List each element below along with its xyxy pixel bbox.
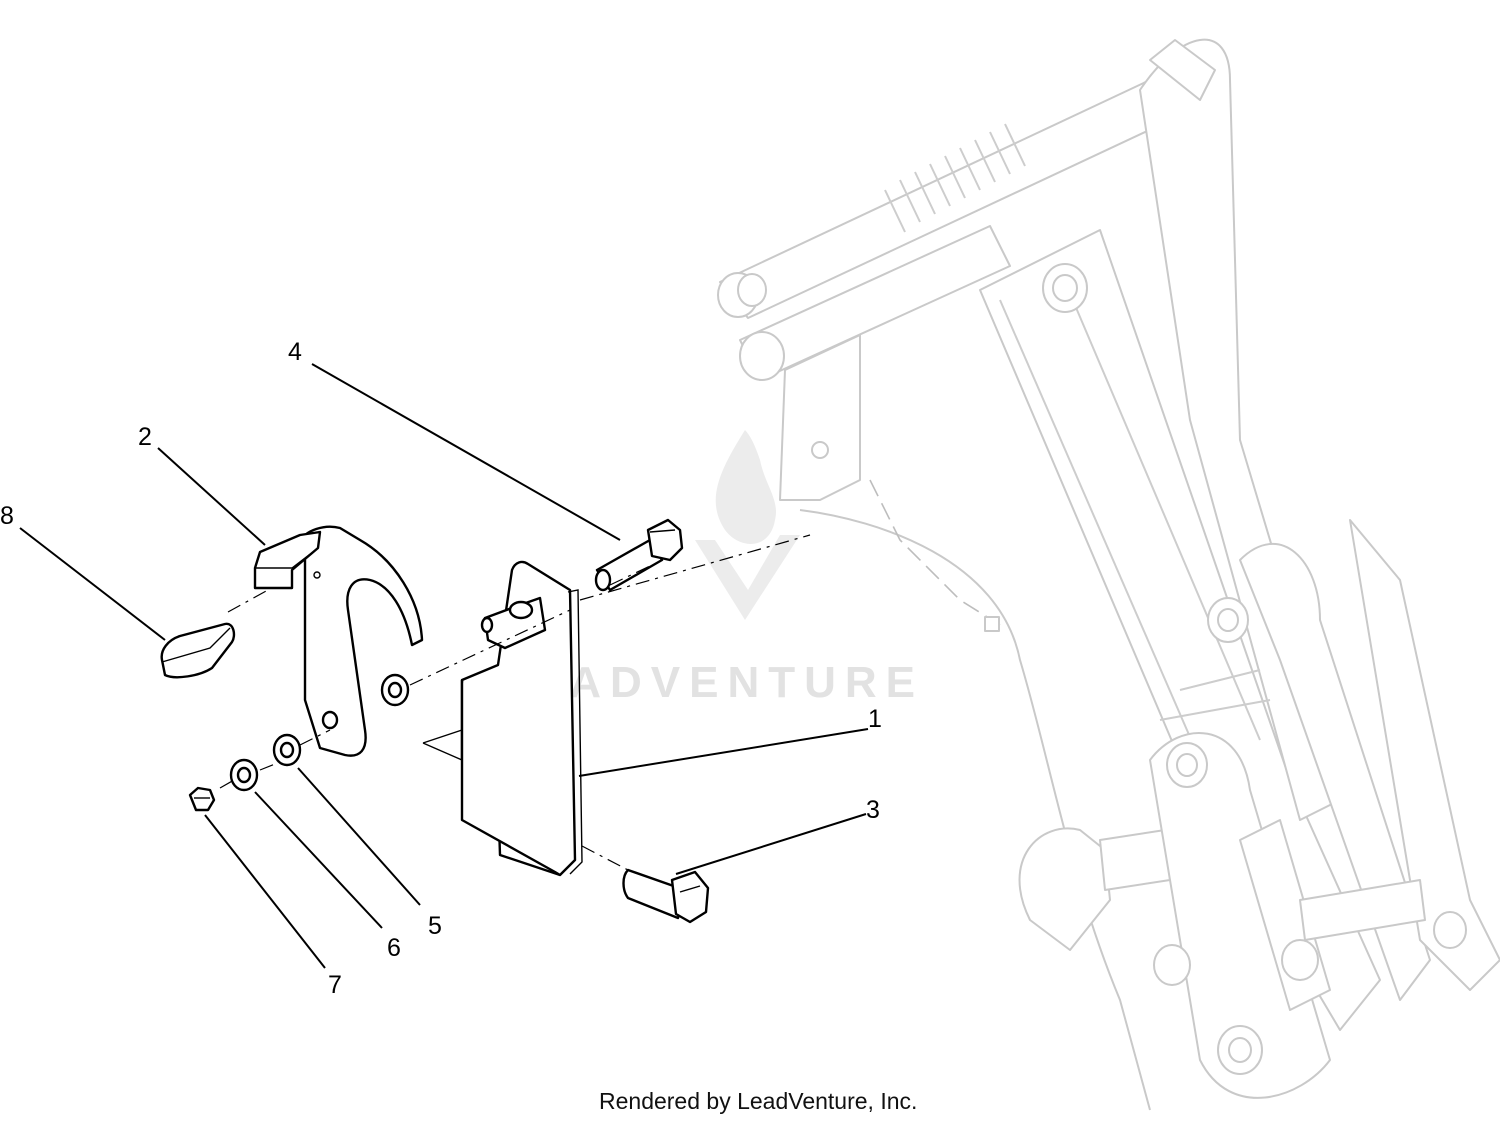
part-8-grip-cap: [160, 622, 236, 679]
machine-frame: [717, 38, 1500, 1111]
callout-6: 6: [387, 934, 401, 962]
callout-3: 3: [866, 796, 880, 824]
callout-8: 8: [0, 502, 14, 530]
leader-line-7: [204, 814, 326, 969]
part-5-washer: [272, 733, 302, 767]
callout-labels: 1 2 3 4 5 6 7 8: [0, 338, 882, 999]
part-7-nut: [188, 786, 216, 812]
frame-alignment-line: [869, 479, 1001, 626]
leader-line-4: [311, 363, 621, 541]
part-2-latch-hook: [298, 525, 424, 757]
callout-4: 4: [288, 338, 302, 366]
part-4-bolt: [594, 518, 684, 592]
leader-line-2: [157, 447, 266, 546]
leader-lines: [19, 363, 869, 969]
frame-hole-marker: [984, 616, 1000, 632]
assembly-lines: [219, 534, 811, 871]
leader-line-1: [578, 728, 869, 777]
spring-coil: [884, 123, 1026, 233]
part-6-washer: [229, 758, 259, 792]
leader-line-6: [254, 791, 383, 929]
flame-v-logo-icon: [695, 430, 800, 620]
callout-5: 5: [428, 912, 442, 940]
callout-1: 1: [868, 705, 882, 733]
leader-line-5: [297, 767, 421, 906]
leader-line-3: [675, 813, 867, 875]
part-1-mount-plate: [422, 560, 583, 877]
render-credit: Rendered by LeadVenture, Inc.: [599, 1088, 917, 1114]
part-5-washer-upper: [380, 673, 410, 707]
callout-7: 7: [328, 971, 342, 999]
leader-line-8: [19, 527, 166, 641]
latch-handle-tab: [253, 530, 322, 590]
part-3-bolt: [622, 868, 710, 924]
callout-2: 2: [138, 423, 152, 451]
